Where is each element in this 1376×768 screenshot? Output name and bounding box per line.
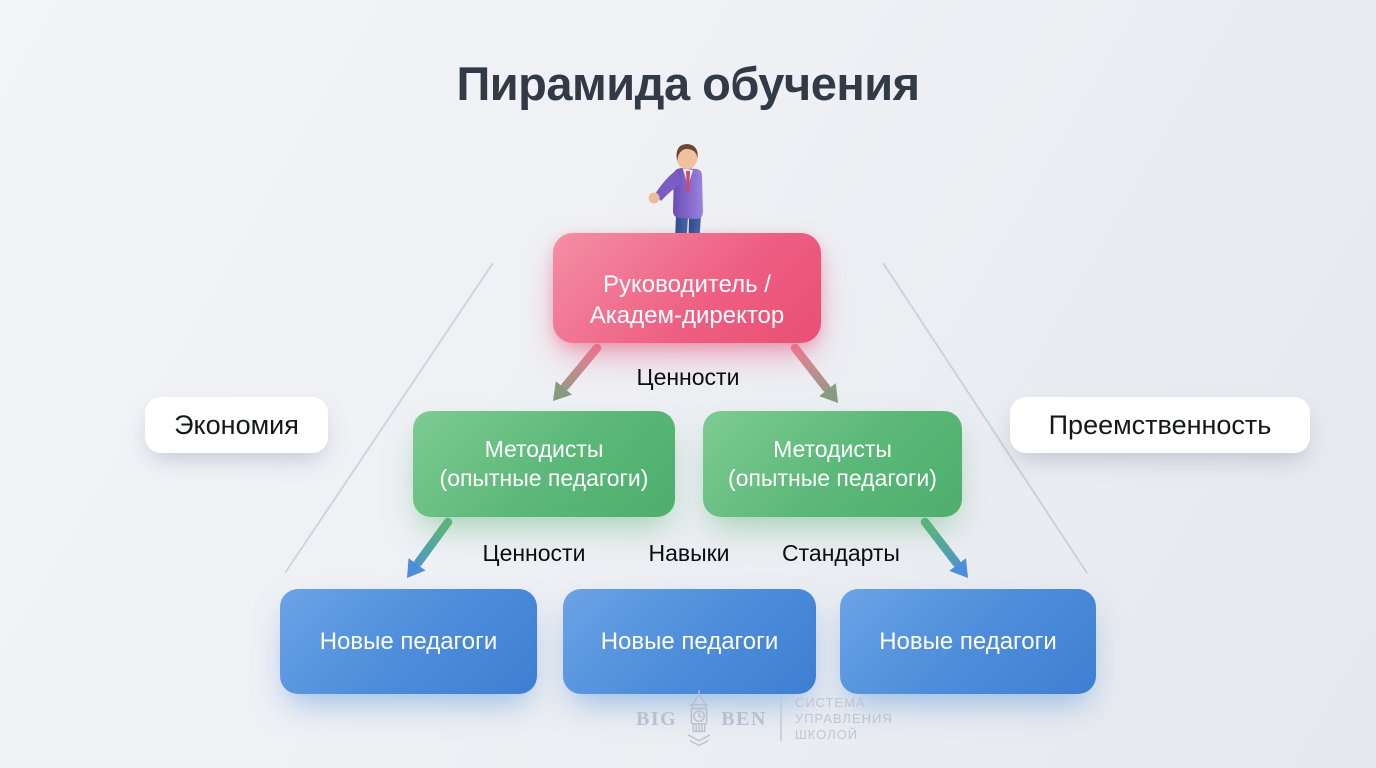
brand-word-big: BIG [636, 707, 678, 730]
node-new-teachers-2-label: Новые педагоги [600, 627, 779, 655]
node-director-label: Руководитель / Академ-директор [589, 270, 785, 330]
arrow-methodists-to-teachers-right-head [949, 558, 968, 578]
node-methodists-left: Методисты (опытные педагоги) [413, 411, 675, 517]
node-methodists-right: Методисты (опытные педагоги) [703, 411, 962, 517]
edge-label-values-top: Ценности [636, 364, 740, 390]
arrow-methodists-to-teachers-left-head [407, 558, 426, 578]
slide-title: Пирамида обучения [456, 57, 920, 110]
side-label-economy: Экономия [145, 397, 328, 453]
edge-label-skills: Навыки [648, 540, 730, 566]
node-methodists-right-label: Методисты (опытные педагоги) [728, 435, 937, 491]
brand-tagline: СИСТЕМА УПРАВЛЕНИЯ ШКОЛОЙ [794, 695, 893, 742]
person-tie [686, 171, 690, 192]
arrow-director-to-methodists-right [790, 343, 831, 393]
footer-divider [779, 697, 782, 741]
person-jacket [673, 168, 703, 219]
brand-word-ben: BEN [721, 707, 767, 730]
person-hand [648, 192, 660, 204]
node-new-teachers-1: Новые педагоги [280, 589, 537, 694]
arrow-director-to-methodists-left [560, 343, 602, 391]
arrow-methodists-to-teachers-left [413, 517, 453, 567]
arrow-director-to-methodists-right-head [819, 383, 838, 403]
big-ben-tower-icon [687, 689, 711, 747]
brand-watermark: BIG BEN СИСТЕМА УПРАВЛЕНИЯ ШКОЛОЙ [636, 688, 893, 750]
person-arm [655, 170, 681, 201]
node-new-teachers-2: Новые педагоги [563, 589, 816, 694]
person-head [676, 144, 698, 170]
node-new-teachers-3-label: Новые педагоги [879, 627, 1057, 655]
node-new-teachers-3: Новые педагоги [840, 589, 1096, 694]
node-director: Руководитель / Академ-директор [553, 233, 821, 343]
edge-label-standards: Стандарты [782, 540, 900, 566]
person-hair [676, 144, 698, 161]
edge-label-values-bottom: Ценности [482, 540, 586, 566]
node-new-teachers-1-label: Новые педагоги [319, 627, 498, 655]
side-label-continuity: Преемственность [1010, 397, 1310, 453]
node-methodists-left-label: Методисты (опытные педагоги) [439, 435, 649, 491]
arrow-director-to-methodists-left-head [553, 381, 572, 401]
arrow-methodists-to-teachers-right [920, 517, 961, 568]
